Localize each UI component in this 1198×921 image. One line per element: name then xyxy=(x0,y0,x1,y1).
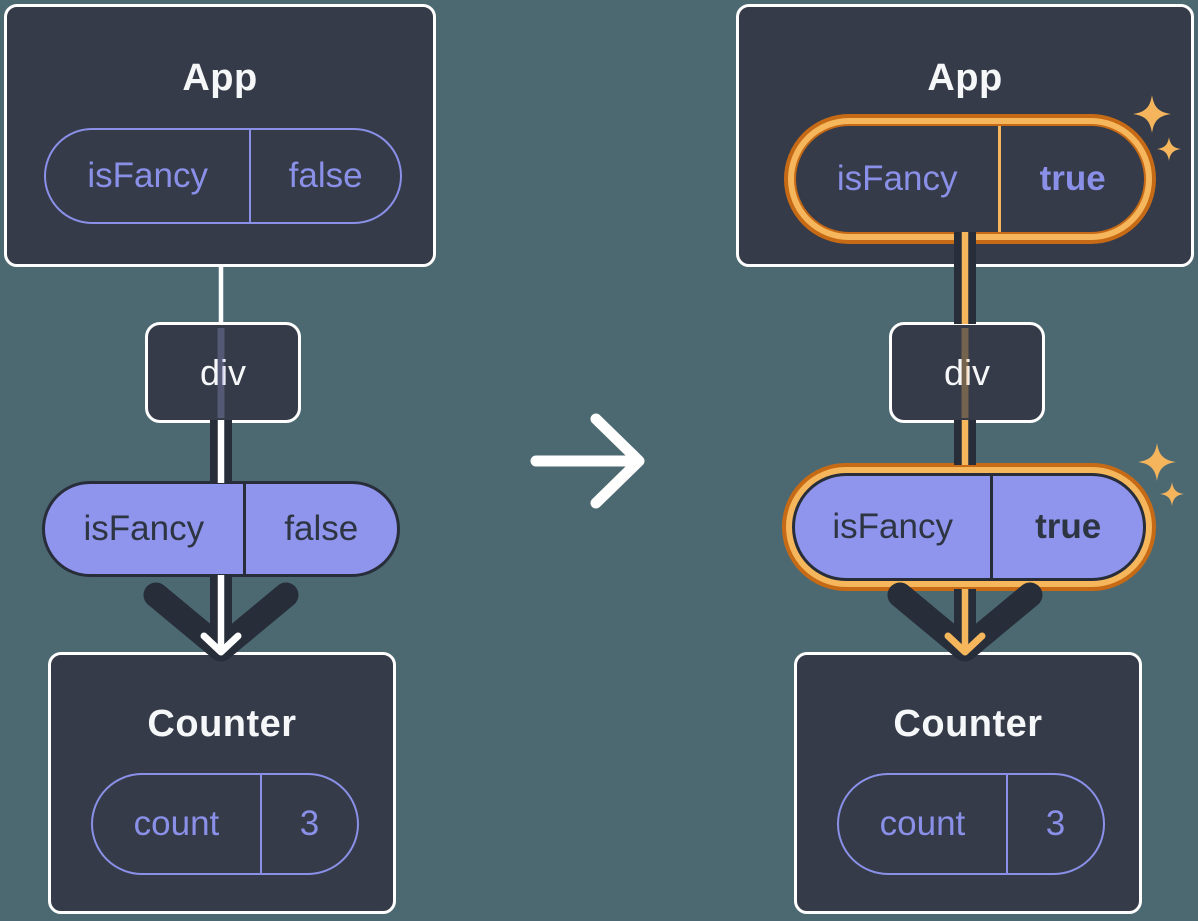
div-node-box: div xyxy=(889,322,1045,423)
passed-prop-pill: isFancy true xyxy=(792,473,1146,581)
prop-name: isFancy xyxy=(46,130,252,222)
prop-flow-arrowhead xyxy=(143,582,299,662)
prop-value: false xyxy=(288,156,363,195)
state-name: count xyxy=(839,775,1008,873)
highlight-ring: isFancy true xyxy=(782,463,1156,591)
prop-flow-arrowhead-core xyxy=(944,632,986,656)
div-node-box: div xyxy=(145,322,301,423)
prop-name: isFancy xyxy=(45,484,246,574)
app-component-box: App isFancy true xyxy=(736,4,1194,267)
component-title: Counter xyxy=(893,703,1043,745)
component-title: App xyxy=(182,57,258,99)
prop-value: true xyxy=(1039,159,1106,198)
state-value: 3 xyxy=(1045,804,1066,843)
div-label: div xyxy=(199,351,247,393)
prop-flow-arrowhead xyxy=(887,582,1043,662)
prop-name: isFancy xyxy=(795,476,994,578)
prop-pill: isFancy true xyxy=(794,124,1146,234)
prop-flow-arrowhead-core xyxy=(200,632,242,656)
sparkle-icon xyxy=(1160,482,1184,506)
prop-value: false xyxy=(284,509,359,548)
prop-value: true xyxy=(1035,507,1102,546)
counter-component-box: Counter count 3 xyxy=(794,652,1142,914)
highlight-ring: isFancy true xyxy=(784,114,1156,244)
component-title: App xyxy=(927,57,1003,99)
prop-pill: isFancy false xyxy=(44,128,402,224)
app-component-box: App isFancy false xyxy=(4,4,436,267)
div-label: div xyxy=(943,351,991,393)
state-pill: count 3 xyxy=(91,773,359,875)
state-value: 3 xyxy=(299,804,320,843)
state-name: count xyxy=(93,775,262,873)
counter-component-box: Counter count 3 xyxy=(48,652,396,914)
transition-arrow-icon xyxy=(530,413,645,509)
passed-prop-pill: isFancy false xyxy=(42,481,400,577)
sparkle-icon xyxy=(1138,443,1176,481)
prop-name: isFancy xyxy=(796,126,1002,232)
state-pill: count 3 xyxy=(837,773,1105,875)
component-title: Counter xyxy=(147,703,297,745)
